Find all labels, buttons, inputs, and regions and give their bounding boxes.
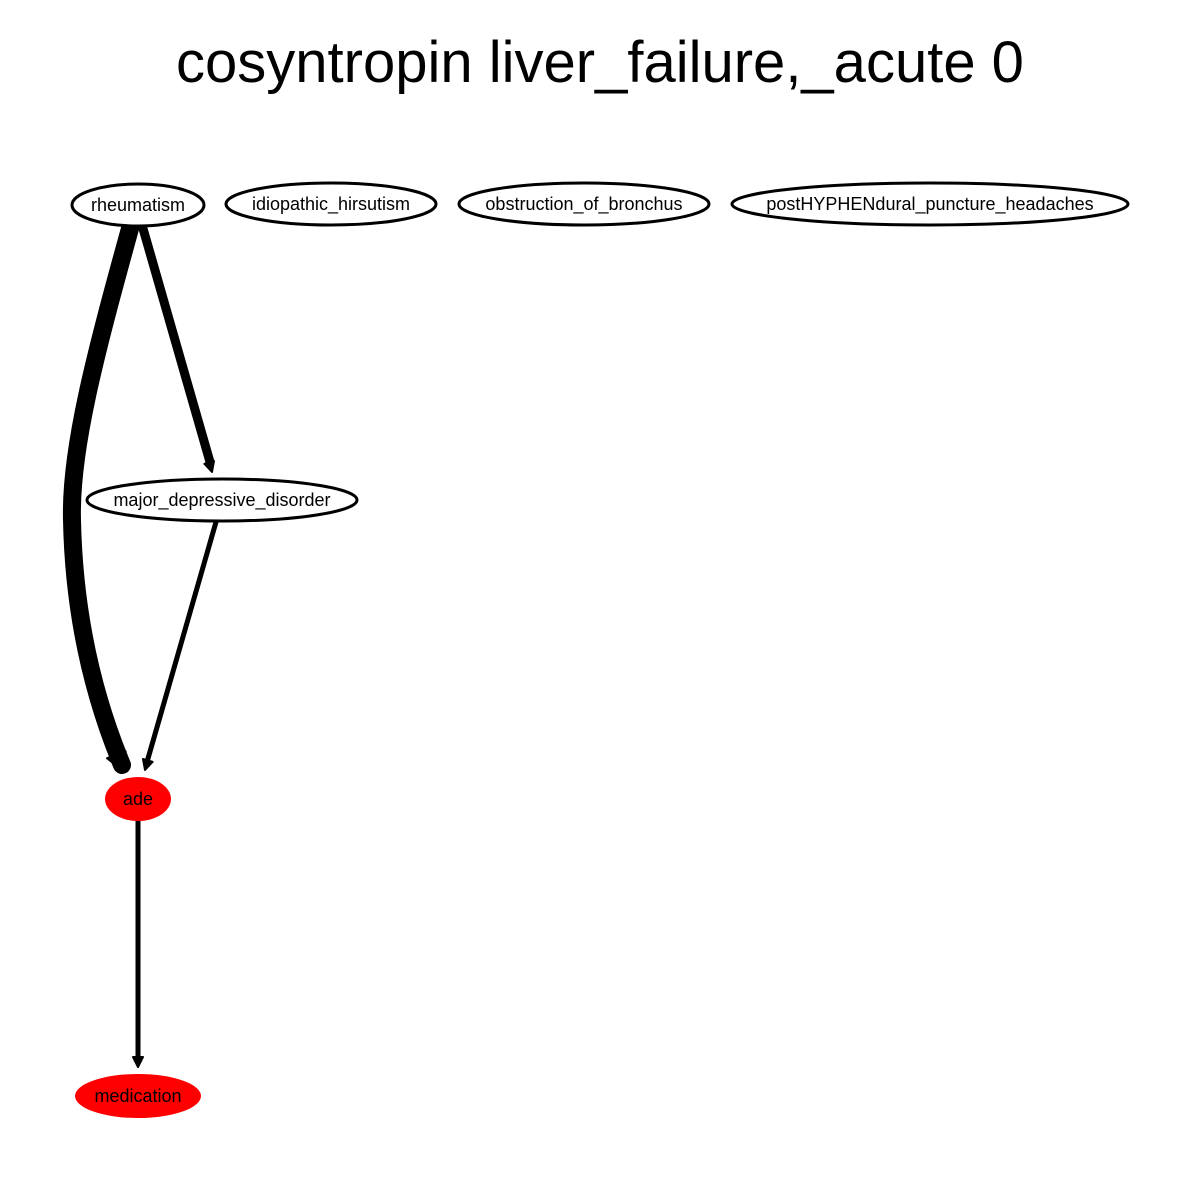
node-shape (105, 777, 171, 821)
node-label: major_depressive_disorder (113, 490, 330, 511)
node-label: medication (94, 1086, 181, 1106)
node-rheumatism: rheumatism (70, 182, 206, 228)
arrowhead (106, 750, 127, 771)
arrowhead (142, 758, 154, 771)
node-shape (457, 181, 711, 227)
edge-rheumatism-to-ade (62, 216, 140, 774)
node-shape (75, 1074, 201, 1118)
edges-layer (62, 216, 219, 1068)
node-post-dural: postHYPHENdural_puncture_headaches (730, 181, 1130, 227)
edge-line (137, 220, 215, 467)
node-shape (224, 181, 438, 227)
edge-line (144, 519, 219, 765)
node-shape (85, 477, 359, 523)
edge-major_depressive_disorder-to-ade (142, 519, 219, 771)
node-ade: ade (105, 777, 171, 821)
edge-line (62, 216, 140, 774)
edge-ade-to-medication (132, 818, 144, 1068)
node-label: postHYPHENdural_puncture_headaches (766, 194, 1093, 215)
node-obstruction-of-bronchus: obstruction_of_bronchus (457, 181, 711, 227)
edge-rheumatism-to-major_depressive_disorder (137, 220, 215, 473)
node-medication: medication (75, 1074, 201, 1118)
node-shape (70, 182, 206, 228)
node-shape (730, 181, 1130, 227)
nodes-layer: rheumatism idiopathic_hirsutism obstructio… (70, 181, 1130, 1118)
node-label: obstruction_of_bronchus (485, 194, 682, 215)
node-idiopathic-hirsutism: idiopathic_hirsutism (224, 181, 438, 227)
node-label: rheumatism (91, 195, 185, 215)
node-label: ade (123, 789, 153, 809)
arrowhead (132, 1056, 144, 1068)
node-major-depressive-disorder: major_depressive_disorder (85, 477, 359, 523)
node-label: idiopathic_hirsutism (252, 194, 410, 215)
arrowhead (203, 460, 215, 473)
graph-title: cosyntropin liver_failure,_acute 0 (176, 30, 1024, 95)
